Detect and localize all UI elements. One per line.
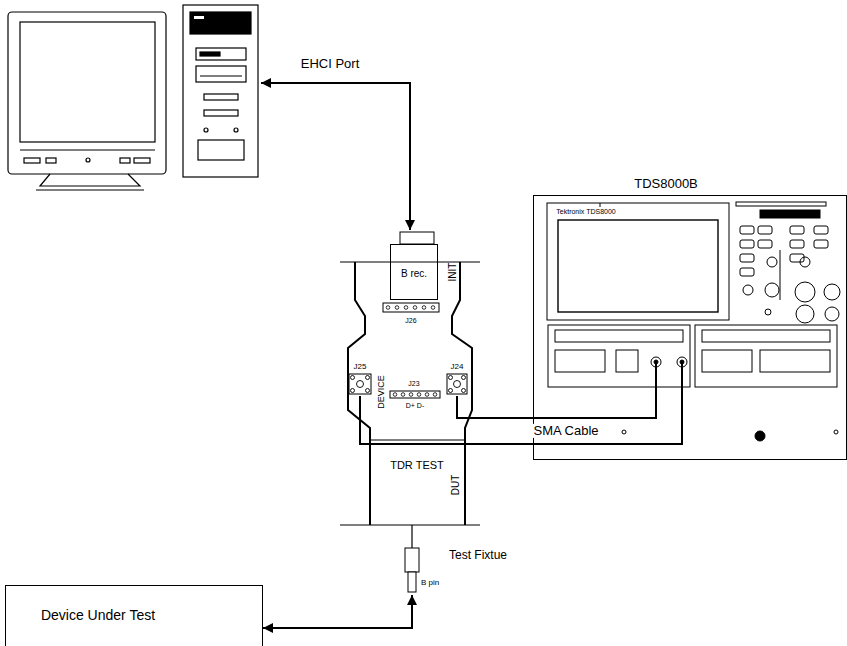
- header-pin: [409, 393, 413, 397]
- fixture-edge: [348, 262, 370, 525]
- node-text: Tektronix TDS8000: [556, 208, 615, 216]
- oscilloscope-detail: [544, 202, 840, 441]
- header-pin: [404, 306, 408, 310]
- monitor: [8, 12, 166, 190]
- node-text: Device Under Test: [41, 608, 155, 623]
- sma-cable: [457, 362, 656, 418]
- computer-tower: [183, 5, 258, 177]
- jack-pin: [366, 389, 370, 393]
- jack-pin: [449, 376, 453, 380]
- jack-pin: [449, 389, 453, 393]
- sma-cable: [360, 362, 682, 444]
- jack-pin: [462, 389, 466, 393]
- jack-pin: [454, 381, 461, 388]
- jack-pin: [462, 376, 466, 380]
- jack-pin: [351, 376, 355, 380]
- node-text: B rec.: [397, 268, 431, 279]
- test-fixture: B rec. J25 J24 INIT DEVICE TDR TEST DUT: [340, 228, 480, 595]
- connector-name: J26: [405, 317, 416, 325]
- vertical-label: DEVICE: [377, 375, 387, 409]
- signal-name: D+ D-: [406, 402, 424, 410]
- header-pin: [413, 306, 417, 310]
- part-label: Test Fixtue: [449, 549, 507, 562]
- fixture-part: [408, 572, 416, 592]
- fixture-part: [405, 548, 419, 572]
- sma-connector: J24: [445, 362, 469, 396]
- header-pin: [386, 306, 390, 310]
- usb-cable-arrow: [261, 83, 410, 230]
- node-text: J24: [451, 363, 464, 372]
- header-pin: [395, 306, 399, 310]
- header-pin: [425, 393, 429, 397]
- oscilloscope: TDS8000BTektronix TDS8000: [533, 195, 847, 460]
- fixture-part: [400, 232, 434, 244]
- port-label: EHCI Port: [301, 57, 360, 71]
- b-receptacle: B rec.: [390, 244, 438, 300]
- fixture-part: [383, 303, 439, 312]
- jack-pin: [366, 376, 370, 380]
- fixture-edge: [411, 525, 412, 548]
- header-pin: [433, 393, 437, 397]
- header-pin: [417, 393, 421, 397]
- node-text: TDR TEST: [390, 459, 444, 471]
- node-text: TDS8000B: [634, 177, 698, 191]
- header-pin: [431, 306, 435, 310]
- fixture-edge: [340, 261, 480, 262]
- fixture-edge: [370, 439, 465, 440]
- fixture-part: [390, 391, 440, 398]
- pin-name: B pin: [421, 579, 439, 588]
- connector-name: J23: [408, 380, 419, 388]
- vertical-label: INIT: [447, 263, 458, 282]
- vertical-label: DUT: [450, 475, 461, 496]
- cable-arrow: [263, 595, 412, 628]
- fixture-edge: [340, 524, 480, 525]
- node-text: J25: [354, 363, 367, 372]
- jack-pin: [351, 389, 355, 393]
- header-pin: [422, 306, 426, 310]
- sma-connector: J25: [347, 362, 373, 396]
- jack-body: [349, 374, 371, 394]
- header-pin: [393, 393, 397, 397]
- cable-label: SMA Cable: [531, 424, 600, 438]
- header-pin: [401, 393, 405, 397]
- jack-body: [447, 374, 467, 394]
- fixture-outline: [340, 228, 480, 595]
- jack-pin: [357, 381, 364, 388]
- device-under-test-box: Device Under Test: [5, 585, 263, 646]
